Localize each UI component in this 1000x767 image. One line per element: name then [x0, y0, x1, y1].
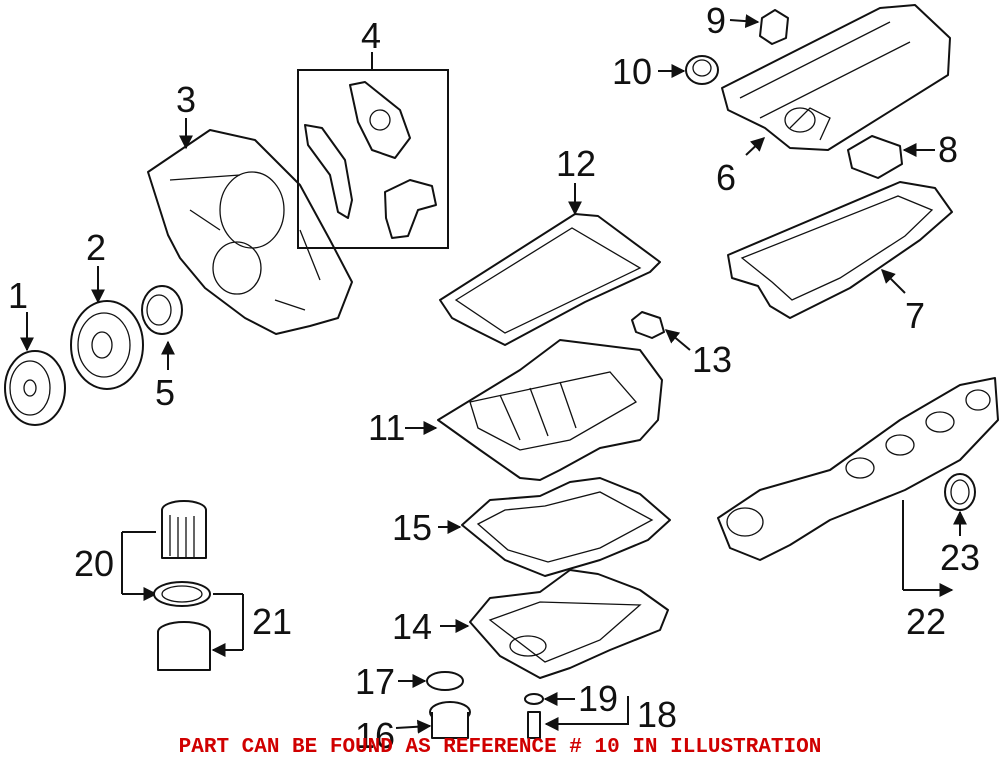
part-15-lower-gasket [461, 477, 671, 577]
leader-7 [881, 269, 906, 294]
callout-19: 19 [578, 678, 618, 719]
part-18-tube [527, 711, 541, 739]
part-7-valve-gasket [727, 181, 953, 319]
part-16-drain-plug [429, 701, 471, 739]
leader-6 [745, 137, 766, 156]
leader-13 [664, 329, 691, 351]
callout-4: 4 [361, 15, 381, 56]
part-11-oil-pan [437, 339, 663, 481]
part-13-sensor [631, 311, 665, 339]
part-14-lower-pan [469, 569, 669, 679]
part-9-gasket [759, 9, 789, 45]
callout-8: 8 [938, 129, 958, 170]
leader-9 [729, 14, 760, 29]
callout-23: 23 [940, 537, 980, 578]
callout-2: 2 [86, 227, 106, 268]
part-22-manifold [717, 377, 999, 561]
part-1-pulley [4, 350, 66, 426]
part-23-gasket [944, 473, 976, 511]
callout-1: 1 [8, 275, 28, 316]
callout-15: 15 [392, 507, 432, 548]
part-5-seal [141, 285, 183, 335]
callout-12: 12 [556, 143, 596, 184]
part-2-damper [70, 300, 144, 390]
callout-17: 17 [355, 661, 395, 702]
leader-21 [213, 593, 244, 650]
leader-16 [395, 719, 432, 734]
callout-16: 16 [355, 715, 395, 756]
part-12-pan-gasket [439, 213, 661, 346]
callout-5: 5 [155, 372, 175, 413]
reference-notice: PART CAN BE FOUND AS REFERENCE # 10 IN I… [178, 736, 822, 759]
leader-18 [544, 696, 629, 731]
callout-9: 9 [706, 0, 726, 41]
part-20-filter [161, 500, 207, 559]
part-8-gasket [847, 135, 903, 179]
callout-18: 18 [637, 694, 677, 735]
callout-13: 13 [692, 339, 732, 380]
callout-21: 21 [252, 601, 292, 642]
leader-20 [121, 531, 156, 594]
callout-3: 3 [176, 79, 196, 120]
part-4-gasket-set [297, 69, 449, 249]
callout-10: 10 [612, 51, 652, 92]
callout-11: 11 [368, 407, 405, 448]
part-19-o-ring [524, 693, 544, 705]
leader-22 [902, 500, 952, 590]
callout-14: 14 [392, 606, 432, 647]
part-10-filler-cap [685, 55, 719, 85]
callout-20: 20 [74, 543, 114, 584]
part-3-timing-cover [147, 129, 353, 335]
part-21-housing [153, 581, 211, 671]
callout-22: 22 [906, 601, 946, 642]
part-17-seal-ring [426, 671, 464, 691]
callout-7: 7 [905, 295, 925, 336]
callout-6: 6 [716, 157, 736, 198]
part-6-valve-cover [721, 4, 951, 151]
